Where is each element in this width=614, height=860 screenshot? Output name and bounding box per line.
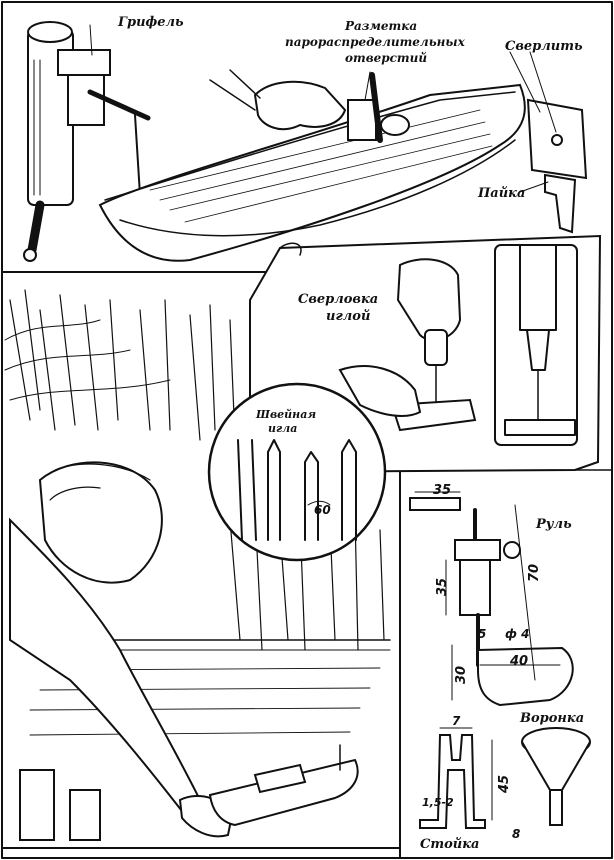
label-needle-drilling-2: иглой (326, 309, 370, 324)
boat-hull-drawing (89, 24, 526, 262)
label-drill: Сверлить (505, 39, 583, 54)
label-grifel: Грифель (117, 15, 184, 30)
dim-rudder-blade-height: 30 (454, 666, 469, 684)
drill-plate-drawing (509, 51, 588, 234)
dim-stand-height: 45 (497, 775, 512, 794)
dim-stand-top: 7 (452, 714, 461, 728)
dim-rudder-gap: 5 (478, 627, 486, 641)
label-sewing-needle-1: Швейная (255, 408, 316, 421)
dim-rudder-top: 35 (433, 483, 451, 498)
rudder-drawing (409, 491, 574, 707)
label-solder: Пайка (477, 186, 525, 201)
dim-rudder-blade-width: 40 (509, 654, 528, 669)
dim-rudder-diameter: ф 4 (505, 627, 529, 641)
scriber-tool-drawing (23, 21, 151, 262)
dim-stand-thickness: 1,5-2 (422, 796, 454, 809)
label-rudder: Руль (535, 517, 572, 532)
dim-stand-base: 8 (512, 827, 520, 841)
label-marking-3: отверстий (345, 51, 427, 65)
dim-rudder-left: 35 (435, 578, 450, 596)
label-marking-1: Разметка (344, 19, 417, 33)
label-funnel: Воронка (519, 711, 584, 726)
needle-drilling-panel (249, 234, 602, 474)
dim-needle-angle: 60 (314, 503, 331, 517)
stand-and-funnel-drawing (419, 727, 591, 829)
dim-rudder-height: 70 (527, 564, 542, 582)
label-needle-drilling-1: Сверловка (298, 292, 378, 307)
pond-scene (4, 289, 391, 841)
label-marking-2: парораспределительных (285, 35, 466, 49)
label-stand: Стойка (420, 837, 479, 852)
label-sewing-needle-2: игла (268, 422, 297, 435)
